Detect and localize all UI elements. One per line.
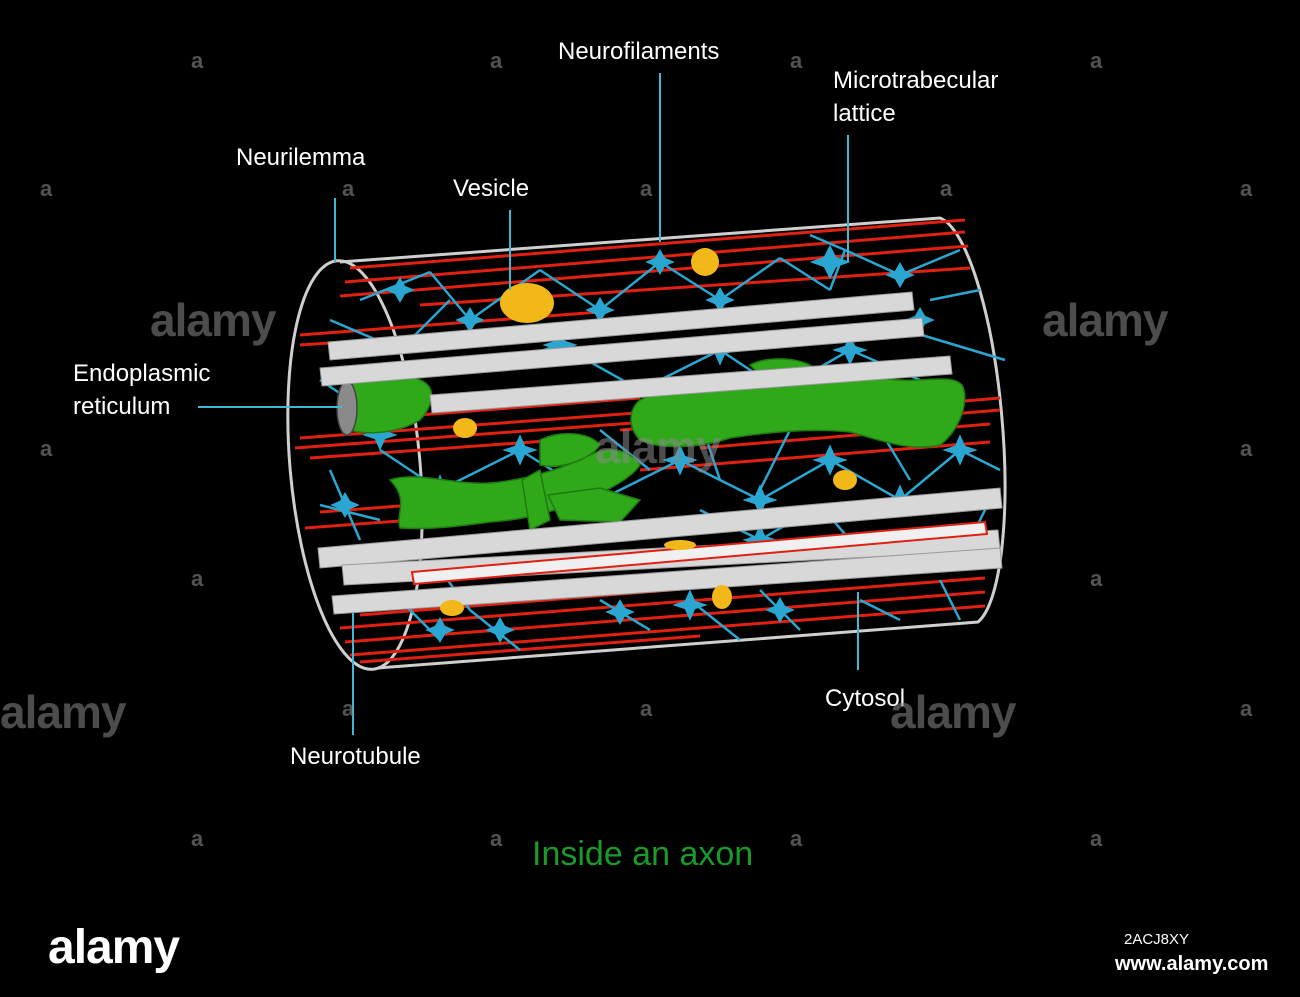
watermark-mark: a bbox=[342, 176, 355, 201]
watermark-mark: a bbox=[1240, 176, 1253, 201]
label-vesicle: Vesicle bbox=[453, 175, 530, 202]
watermark-text: alamy bbox=[595, 421, 721, 473]
watermark-text: alamy bbox=[0, 686, 126, 738]
neurilemma-membrane bbox=[286, 216, 1007, 671]
vesicles bbox=[440, 248, 857, 616]
watermark-mark: a bbox=[490, 48, 503, 73]
watermark-mark: a bbox=[191, 48, 204, 73]
watermark-mark: a bbox=[40, 436, 53, 461]
label-microtrabecular-lattice-line1: Microtrabecular bbox=[833, 67, 999, 94]
leader-lines bbox=[198, 73, 859, 735]
watermark-mark: a bbox=[640, 176, 653, 201]
watermark-text: alamy bbox=[150, 294, 276, 346]
watermark-mark: a bbox=[790, 826, 803, 851]
watermark-mark: a bbox=[940, 176, 953, 201]
neurotubules bbox=[317, 291, 1003, 615]
alamy-url: www.alamy.com bbox=[1115, 953, 1269, 975]
label-neurilemma: Neurilemma bbox=[236, 144, 366, 171]
alamy-logo: alamy bbox=[48, 921, 180, 974]
label-neurotubule: Neurotubule bbox=[290, 743, 421, 770]
watermark-mark: a bbox=[490, 826, 503, 851]
watermark-mark: a bbox=[790, 48, 803, 73]
label-cytosol: Cytosol bbox=[825, 685, 906, 712]
watermark-text: alamy bbox=[1042, 294, 1168, 346]
diagram-title: Inside an axon bbox=[532, 835, 754, 873]
label-endoplasmic-reticulum-line2: reticulum bbox=[73, 393, 171, 420]
watermark-mark: a bbox=[1090, 826, 1103, 851]
watermark-mark: a bbox=[640, 696, 653, 721]
label-microtrabecular-lattice-line2: lattice bbox=[833, 100, 896, 127]
watermark-mark: a bbox=[1090, 48, 1103, 73]
watermark-mark: a bbox=[1240, 436, 1253, 461]
watermark-mark: a bbox=[342, 696, 355, 721]
label-neurofilaments: Neurofilaments bbox=[558, 38, 720, 65]
watermark-mark: a bbox=[191, 826, 204, 851]
image-id: 2ACJ8XY bbox=[1124, 931, 1190, 948]
watermark-mark: a bbox=[191, 566, 204, 591]
watermark-mark: a bbox=[1240, 696, 1253, 721]
watermark-mark: a bbox=[40, 176, 53, 201]
watermark-text: alamy bbox=[890, 686, 1016, 738]
label-endoplasmic-reticulum-line1: Endoplasmic bbox=[73, 360, 211, 387]
watermark-mark: a bbox=[1090, 566, 1103, 591]
